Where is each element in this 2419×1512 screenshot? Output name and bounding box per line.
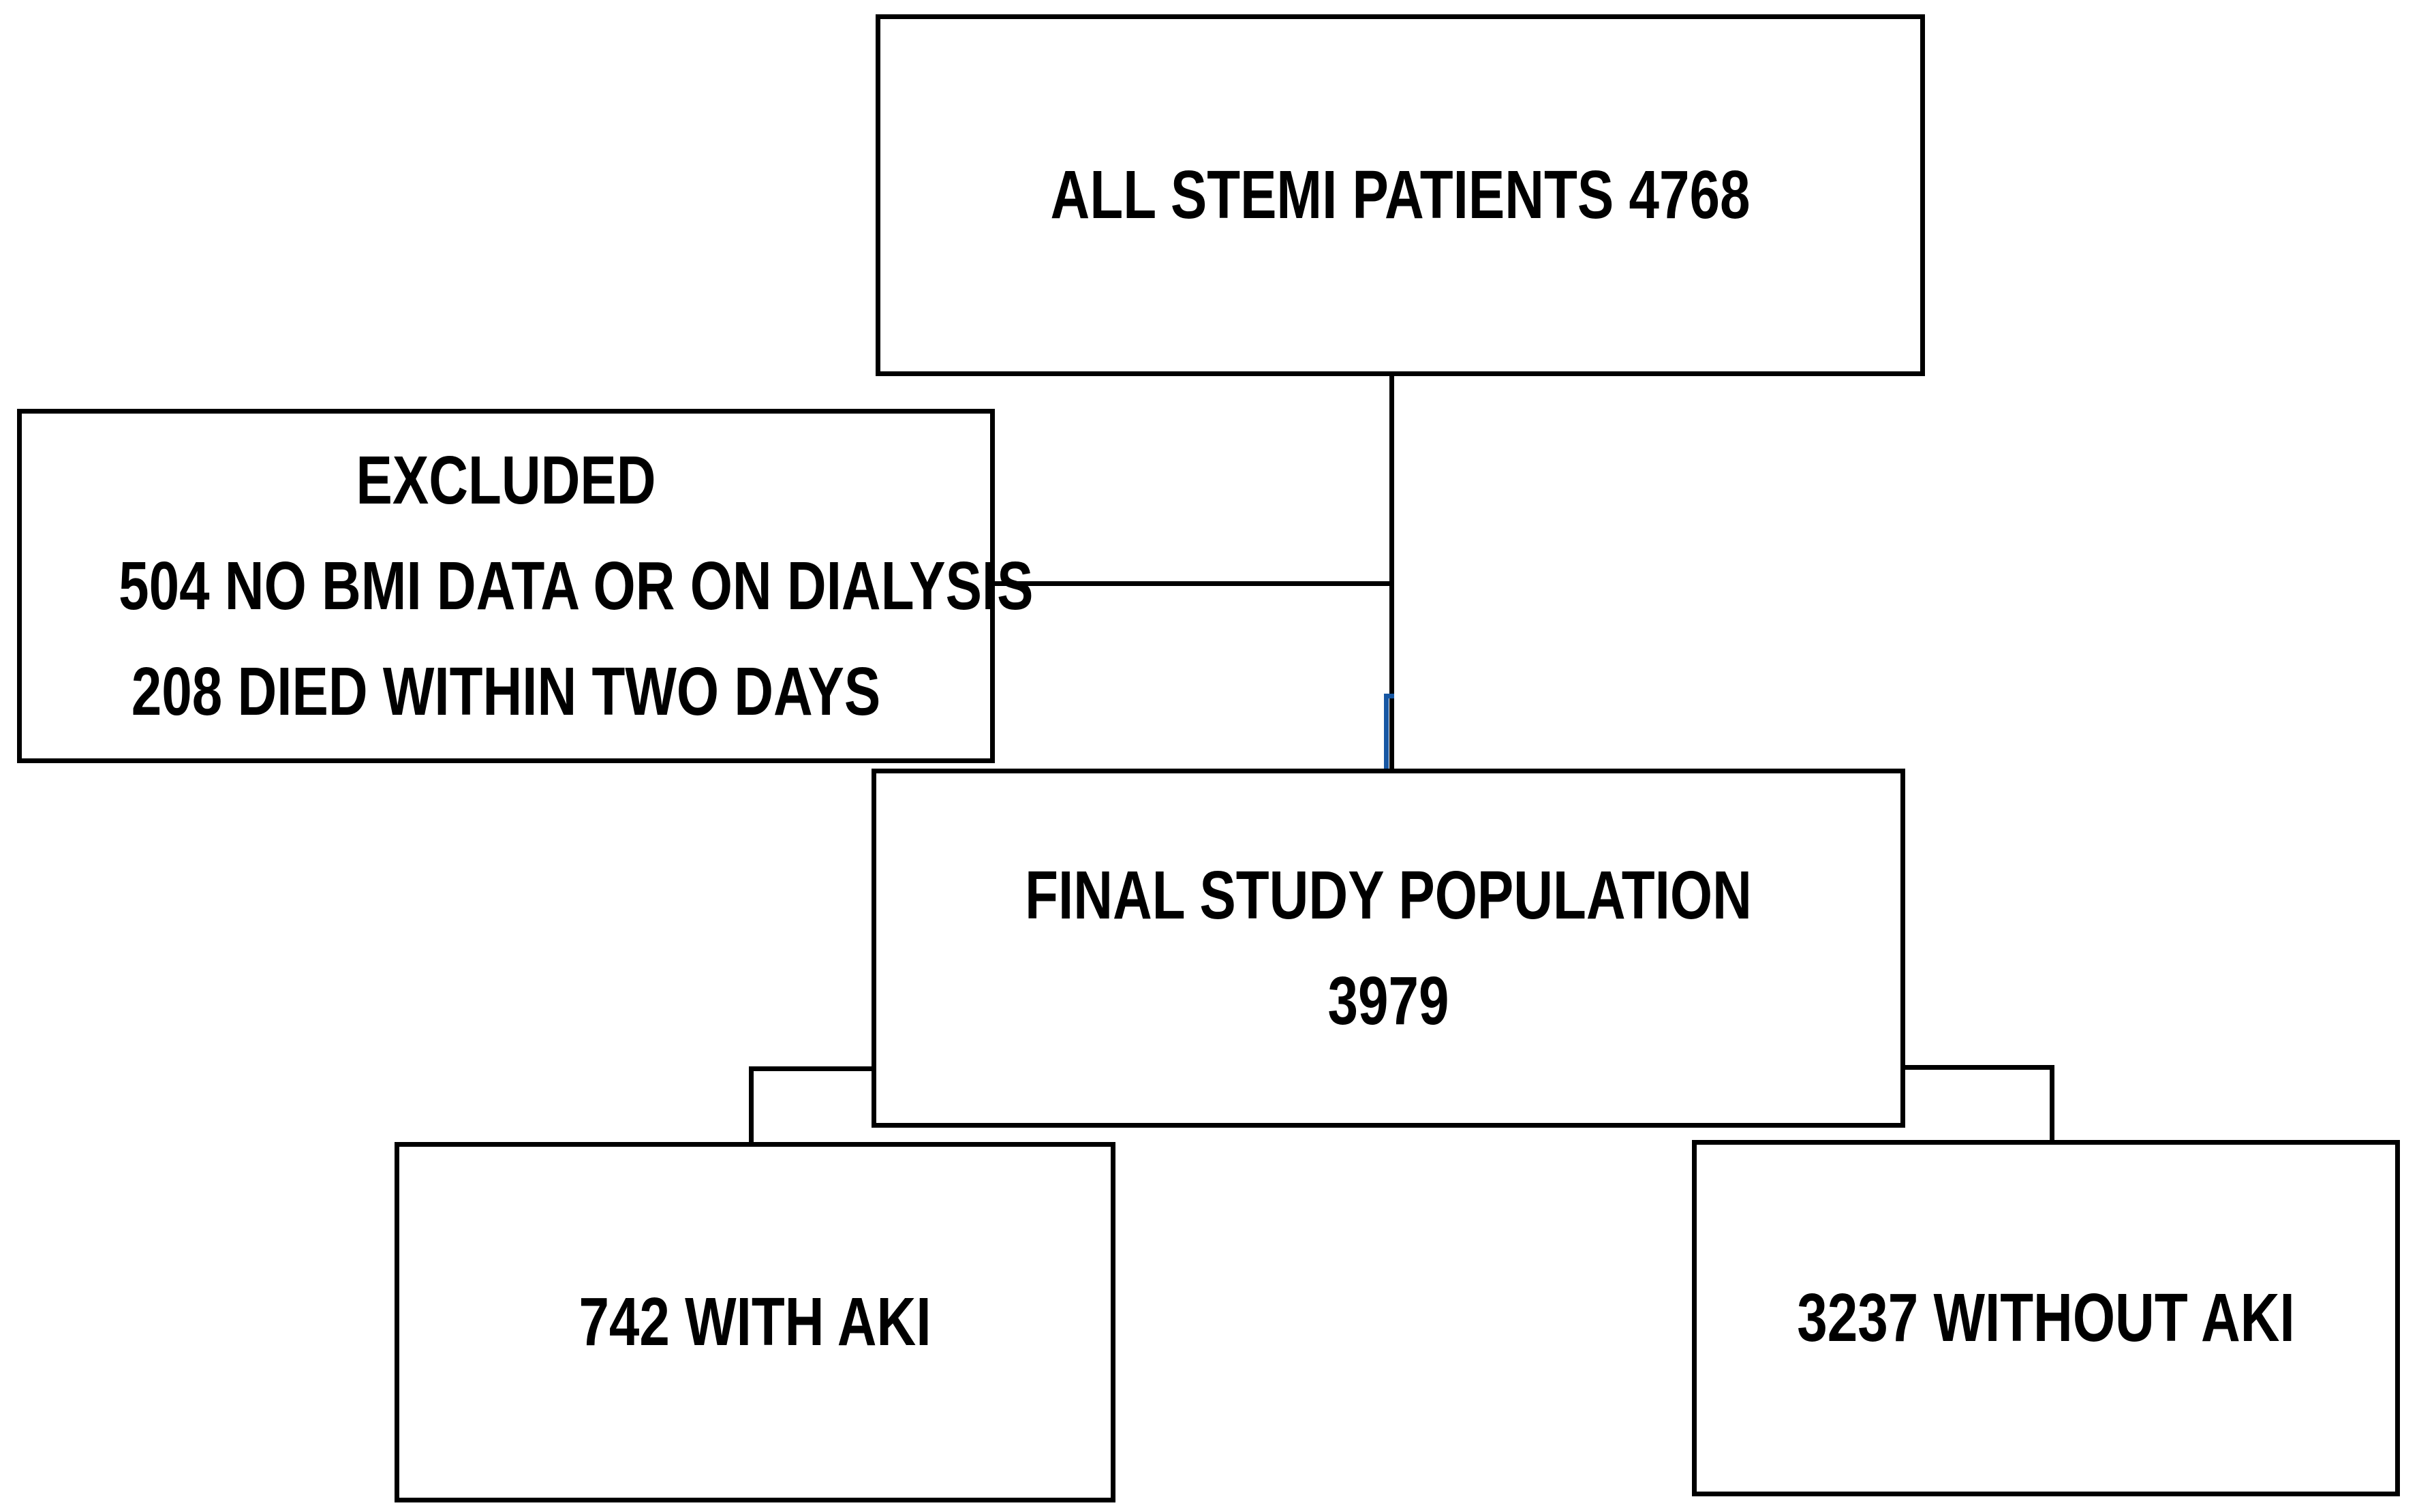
node-label-excluded-reason-2: 208 DIED WITHIN TWO DAYS (131, 653, 881, 730)
node-label-final-title: FINAL STUDY POPULATION (1025, 857, 1752, 934)
node-without-aki: 3237 WITHOUT AKI (1692, 1140, 2400, 1496)
connector-allstemi-to-final (1389, 376, 1394, 769)
node-text-stack: FINAL STUDY POPULATION 3979 (979, 843, 1798, 1054)
connector-excluded-branch (993, 581, 1394, 586)
connector-final-to-withaki-horizontal (749, 1066, 876, 1071)
node-with-aki: 742 WITH AKI (395, 1142, 1115, 1502)
connector-final-to-withoutaki-horizontal (1900, 1065, 2054, 1070)
node-label: 3237 WITHOUT AKI (1797, 1280, 2295, 1356)
node-text-stack: 3237 WITHOUT AKI (1767, 1265, 2326, 1371)
connector-final-to-withoutaki-vertical (2050, 1065, 2054, 1140)
blue-artifact-line (1384, 694, 1389, 769)
node-text-stack: EXCLUDED 504 NO BMI DATA OR ON DIALYSIS … (119, 428, 1034, 745)
node-label-excluded-reason-1: 504 NO BMI DATA OR ON DIALYSIS (119, 547, 1034, 624)
node-text-stack: 742 WITH AKI (470, 1269, 1039, 1375)
node-text-stack: ALL STEMI PATIENTS 4768 (985, 142, 1817, 248)
node-label: 742 WITH AKI (579, 1284, 931, 1360)
node-all-stemi-patients: ALL STEMI PATIENTS 4768 (876, 14, 1925, 376)
node-label: ALL STEMI PATIENTS 4768 (1050, 157, 1751, 233)
blue-artifact-cap (1384, 694, 1394, 698)
node-label-final-count: 3979 (1327, 962, 1449, 1039)
node-final-study-population: FINAL STUDY POPULATION 3979 (872, 769, 1905, 1128)
connector-final-to-withaki-vertical (749, 1066, 754, 1142)
node-label-excluded-title: EXCLUDED (356, 442, 656, 519)
node-excluded: EXCLUDED 504 NO BMI DATA OR ON DIALYSIS … (17, 409, 1034, 763)
